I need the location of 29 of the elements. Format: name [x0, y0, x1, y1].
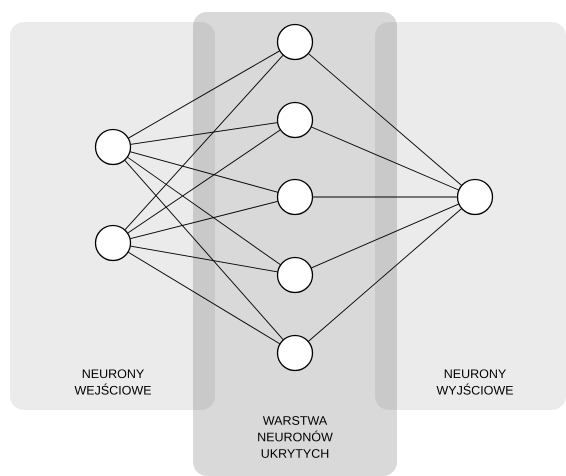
- connection-line: [308, 208, 462, 342]
- connection-line: [130, 122, 278, 145]
- connection-line: [128, 50, 280, 138]
- connection-line: [124, 55, 284, 230]
- neuron-circle: [276, 256, 314, 294]
- neuron-circle: [94, 224, 132, 262]
- neuron-circle: [276, 334, 314, 372]
- connection-line: [128, 252, 280, 344]
- layer-band: [193, 12, 397, 476]
- layer-band: [397, 22, 566, 410]
- neuron-circle: [456, 178, 494, 216]
- connection-line: [308, 53, 462, 186]
- connection-line: [130, 246, 278, 272]
- connection-line: [311, 126, 459, 190]
- connection-line: [124, 160, 284, 340]
- neuron-circle: [94, 128, 132, 166]
- connection-line: [127, 156, 281, 265]
- layer-label: WARSTWA NEURONÓW UKRYTYCH: [258, 416, 333, 458]
- layer-label: NEURONY WYJŚCIOWE: [436, 369, 513, 395]
- layer-label: NEURONY WEJŚCIOWE: [74, 369, 151, 395]
- connection-line: [128, 130, 280, 234]
- neuron-circle: [276, 102, 314, 138]
- connection-line: [130, 201, 278, 239]
- layer-band: [10, 22, 193, 410]
- connection-line: [312, 196, 458, 198]
- neuron-circle: [276, 24, 314, 60]
- neuron-circle: [276, 178, 314, 216]
- connection-line: [130, 151, 278, 193]
- connection-line: [311, 204, 459, 268]
